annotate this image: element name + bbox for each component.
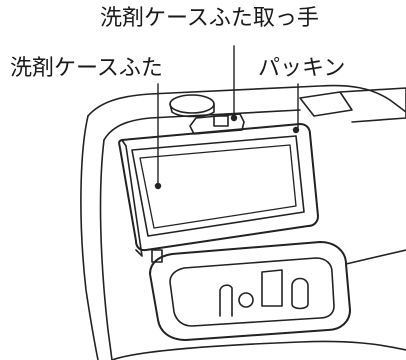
top-panel-right (339, 87, 406, 123)
case-opening-inner (169, 257, 335, 327)
lid-window (139, 144, 297, 229)
case-part-left (219, 284, 233, 317)
machine-right-edge (345, 249, 406, 265)
leader-dot-lid (154, 182, 162, 190)
dial-top (169, 94, 215, 114)
lid-handle (189, 113, 245, 135)
lid-frame-outer (118, 123, 319, 252)
machine-body-outline (87, 84, 406, 117)
case-part-center (261, 269, 283, 307)
lid-frame-inner (131, 135, 305, 237)
label-gasket: パッキン (258, 56, 346, 81)
lid-side-edge (121, 139, 143, 257)
case-part-right (291, 277, 309, 310)
dial-side (169, 103, 215, 118)
machine-lower-curve (111, 340, 406, 360)
leader-dot-gasket (292, 126, 300, 134)
label-lid: 洗剤ケースふた (10, 56, 163, 81)
label-lid-handle: 洗剤ケースふた取っ手 (100, 6, 319, 31)
lid-latch (151, 249, 163, 263)
lid-handle-grip (213, 115, 229, 127)
machine-body-inner-left (99, 139, 113, 360)
top-panel (299, 91, 353, 117)
machine-body-top-inner (103, 109, 301, 141)
leader-dot-handle (230, 114, 238, 122)
case-cap (238, 292, 254, 308)
machine-body-left-edge (80, 115, 99, 360)
case-opening-outer (149, 241, 351, 341)
